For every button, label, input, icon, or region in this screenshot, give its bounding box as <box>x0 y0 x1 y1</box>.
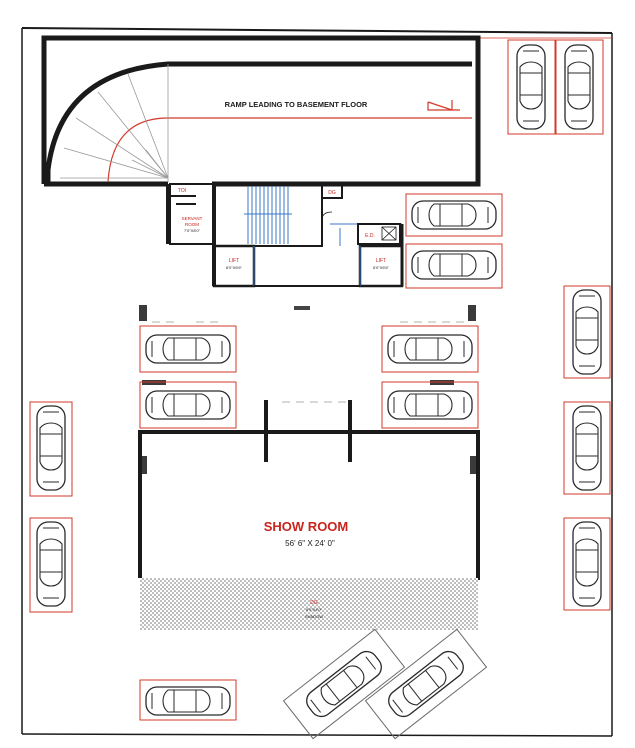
car-icon <box>145 334 231 364</box>
parking-bays <box>29 39 611 721</box>
car-icon <box>572 289 602 375</box>
car-icon <box>145 390 231 420</box>
car-icon <box>564 44 594 130</box>
dg-note: SHADOW <box>305 614 323 619</box>
lift-right-label: LIFT <box>376 258 386 264</box>
car-icon <box>411 250 497 280</box>
showroom: SHOW ROOM 56' 6" X 24' 0" DG 8'0"X4'0" S… <box>138 400 480 630</box>
plot-boundary <box>21 27 613 737</box>
car-icon <box>36 521 66 607</box>
car-icon <box>516 44 546 130</box>
dashed-lines <box>152 321 466 403</box>
ramp-label: RAMP LEADING TO BASEMENT FLOOR <box>225 100 368 109</box>
svg-text:DG: DG <box>328 190 336 196</box>
servant-room-label-2: ROOM <box>185 222 199 227</box>
ramp-block: RAMP LEADING TO BASEMENT FLOOR <box>41 35 481 187</box>
angled-parking <box>282 628 406 740</box>
lift-right-dims: 6'0"X6'6" <box>373 265 390 270</box>
servant-room-dims: 7'0"X8'0" <box>184 228 201 233</box>
angled-parking <box>364 628 488 740</box>
car-icon <box>411 200 497 230</box>
lift-left-dims: 6'0"X6'6" <box>226 265 243 270</box>
ed-label: E.D. <box>365 233 375 239</box>
car-icon <box>572 521 602 607</box>
toilet-label: TOI <box>178 188 186 194</box>
servant-room-label: SERVANT <box>182 216 203 221</box>
lift-left-label: LIFT <box>229 258 239 264</box>
columns <box>139 305 477 474</box>
car-icon <box>145 686 231 716</box>
dg-dims: 8'0"X4'0" <box>306 607 323 612</box>
car-icon <box>387 390 473 420</box>
car-icon <box>36 405 66 491</box>
dg-label: DG <box>310 600 318 606</box>
showroom-label: SHOW ROOM <box>264 519 349 534</box>
showroom-dims: 56' 6" X 24' 0" <box>285 539 335 548</box>
service-core: TOI SERVANT ROOM 7'0"X8'0" DG LIFT 6'0"X… <box>166 183 404 310</box>
car-icon <box>387 334 473 364</box>
car-icon <box>572 405 602 491</box>
